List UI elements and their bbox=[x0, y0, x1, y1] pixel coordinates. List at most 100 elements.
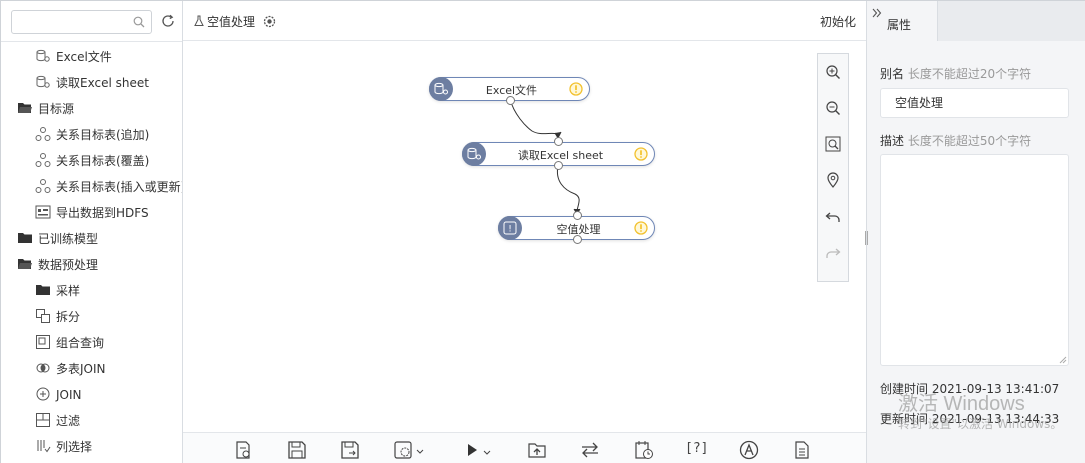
node-excel-sheet[interactable]: 读取Excel sheet bbox=[462, 137, 655, 170]
tree-folder-target-source[interactable]: 目标源 bbox=[1, 96, 182, 122]
description-textarea[interactable] bbox=[880, 154, 1069, 366]
alias-hint: 长度不能超过20个字符 bbox=[907, 67, 1032, 81]
tree-item-label: 过滤 bbox=[56, 414, 81, 428]
warning-icon[interactable] bbox=[634, 147, 648, 161]
bottom-toolbar: [?] bbox=[183, 432, 866, 463]
join-icon bbox=[36, 387, 50, 401]
tree-item-label: Excel文件 bbox=[56, 50, 112, 64]
node-icon: ! bbox=[498, 216, 522, 240]
desc-label-row: 描述 长度不能超过50个字符 bbox=[880, 132, 1031, 149]
edge-sheet-to-null[interactable] bbox=[556, 165, 580, 213]
excel-sheet-icon bbox=[467, 147, 481, 160]
tree-item-column-select[interactable]: 列选择 bbox=[1, 434, 182, 460]
resize-grip-icon[interactable] bbox=[1059, 356, 1067, 364]
zoom-in-icon[interactable] bbox=[825, 64, 841, 80]
alias-label: 别名 bbox=[880, 67, 905, 81]
view-toolbar bbox=[817, 53, 849, 282]
run-log-icon[interactable] bbox=[233, 440, 253, 460]
split-icon bbox=[36, 309, 50, 323]
format-icon[interactable] bbox=[739, 440, 759, 460]
output-port[interactable] bbox=[573, 235, 582, 244]
tree-item-combined-query[interactable]: 组合查询 bbox=[1, 330, 182, 356]
updated-value: 2021-09-13 13:44:33 bbox=[931, 412, 1060, 426]
save-icon[interactable] bbox=[287, 440, 307, 460]
created-label: 创建时间 bbox=[880, 382, 929, 396]
tree-folder-preprocessing[interactable]: 数据预处理 bbox=[1, 252, 182, 278]
output-port[interactable] bbox=[506, 96, 515, 105]
refresh-icon[interactable] bbox=[160, 13, 176, 29]
relation-icon bbox=[35, 179, 51, 193]
tree-item-label: 列选择 bbox=[56, 440, 93, 454]
desc-hint: 长度不能超过50个字符 bbox=[907, 134, 1032, 148]
node-excel-file[interactable]: Excel文件 bbox=[429, 77, 590, 105]
locate-icon[interactable] bbox=[825, 172, 841, 188]
tree-item-join[interactable]: JOIN bbox=[1, 382, 182, 408]
tree-item-label: 数据预处理 bbox=[38, 258, 99, 272]
search-icon[interactable] bbox=[133, 16, 145, 28]
double-chevron-right-icon[interactable] bbox=[872, 8, 882, 18]
warning-icon[interactable] bbox=[569, 82, 583, 96]
tree-item-label: 目标源 bbox=[38, 102, 75, 116]
redo-icon[interactable] bbox=[825, 245, 841, 261]
swap-icon[interactable] bbox=[580, 440, 600, 460]
multi-join-icon bbox=[36, 363, 50, 373]
zoom-out-icon[interactable] bbox=[825, 100, 841, 116]
initialize-button[interactable]: 初始化 bbox=[819, 15, 856, 29]
excel-sheet-icon bbox=[36, 75, 50, 88]
alias-input[interactable]: 空值处理 bbox=[880, 88, 1069, 118]
panel-header: 属性 bbox=[867, 1, 1085, 41]
undo-icon[interactable] bbox=[825, 209, 841, 225]
import-icon[interactable] bbox=[527, 440, 547, 460]
tree-folder-trained-models[interactable]: 已训练模型 bbox=[1, 226, 182, 252]
search-box bbox=[11, 10, 152, 34]
column-select-icon bbox=[37, 440, 51, 453]
workflow-title[interactable]: 空值处理 bbox=[207, 15, 256, 29]
relation-icon bbox=[35, 153, 51, 167]
tree-item-label: 已训练模型 bbox=[38, 232, 99, 246]
tree-item-filter[interactable]: 过滤 bbox=[1, 408, 182, 434]
tree-item-label: 导出数据到HDFS bbox=[56, 206, 149, 220]
folder-open-icon bbox=[18, 259, 32, 269]
node-label: Excel文件 bbox=[485, 84, 538, 97]
edge-excel-to-sheet[interactable] bbox=[509, 98, 559, 137]
desc-label: 描述 bbox=[880, 134, 905, 148]
tree-item-excel-file[interactable]: Excel文件 bbox=[1, 44, 182, 70]
tree-item-label: 读取Excel sheet bbox=[56, 76, 149, 90]
excel-file-icon bbox=[36, 49, 50, 62]
sidebar-divider bbox=[1, 41, 182, 42]
tree-item-multi-join[interactable]: 多表JOIN bbox=[1, 356, 182, 382]
folder-icon bbox=[18, 233, 32, 243]
tab-properties[interactable]: 属性 bbox=[867, 1, 938, 41]
panel-resize-handle[interactable] bbox=[865, 231, 868, 245]
relation-icon bbox=[35, 127, 51, 141]
tree-item-relation-append[interactable]: 关系目标表(追加) bbox=[1, 122, 182, 148]
input-port[interactable] bbox=[573, 211, 582, 220]
gear-icon[interactable] bbox=[263, 15, 276, 28]
schedule-icon[interactable] bbox=[634, 440, 654, 460]
component-tree: Excel文件 读取Excel sheet 目标源 关系目标表(追加) 关系目标… bbox=[1, 44, 182, 460]
tree-item-relation-upsert[interactable]: 关系目标表(插入或更新) bbox=[1, 174, 182, 200]
tree-item-relation-overwrite[interactable]: 关系目标表(覆盖) bbox=[1, 148, 182, 174]
run-dropdown-icon[interactable] bbox=[464, 440, 494, 460]
fit-view-icon[interactable] bbox=[825, 136, 841, 152]
folder-icon bbox=[36, 285, 50, 295]
output-port[interactable] bbox=[554, 161, 563, 170]
editor-header: 空值处理 初始化 bbox=[183, 1, 866, 41]
search-input[interactable] bbox=[12, 11, 130, 33]
settings-dropdown-icon[interactable] bbox=[393, 440, 425, 460]
tree-item-split[interactable]: 拆分 bbox=[1, 304, 182, 330]
help-button[interactable]: [?] bbox=[685, 441, 709, 456]
tree-item-label: 采样 bbox=[56, 284, 81, 298]
warning-icon[interactable] bbox=[634, 221, 648, 235]
tree-item-sampling[interactable]: 采样 bbox=[1, 278, 182, 304]
flow-canvas[interactable]: Excel文件 读取Excel sheet ! 空值处理 bbox=[183, 42, 866, 432]
null-handling-icon: ! bbox=[503, 221, 517, 235]
document-icon[interactable] bbox=[792, 440, 812, 460]
save-as-icon[interactable] bbox=[340, 440, 360, 460]
tree-item-export-hdfs[interactable]: 导出数据到HDFS bbox=[1, 200, 182, 226]
flask-icon bbox=[194, 15, 204, 26]
node-null-handling[interactable]: ! 空值处理 bbox=[498, 211, 655, 244]
input-port[interactable] bbox=[554, 137, 563, 146]
tree-item-excel-sheet[interactable]: 读取Excel sheet bbox=[1, 70, 182, 96]
tree-item-label: 关系目标表(追加) bbox=[56, 128, 150, 142]
